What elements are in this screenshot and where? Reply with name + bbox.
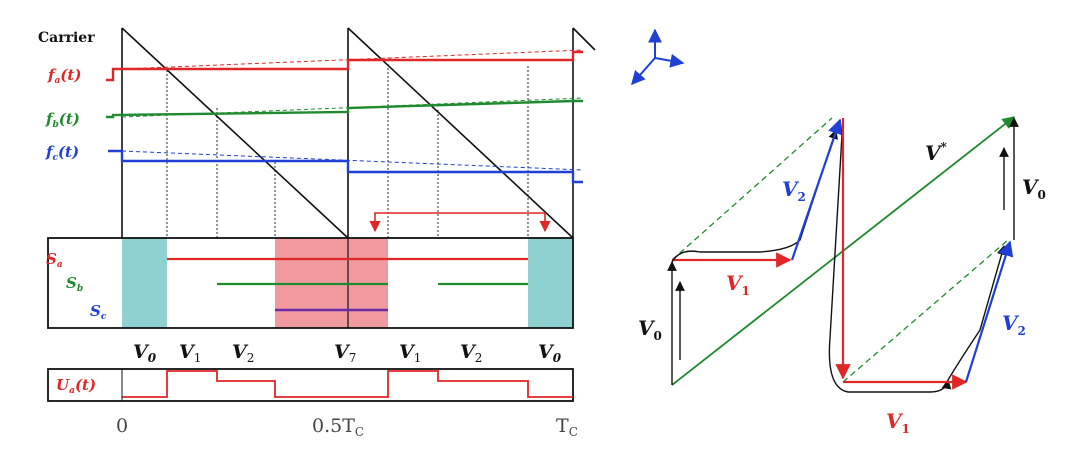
v0-left-label: V0 (638, 316, 662, 343)
carrier-label: Carrier (38, 30, 95, 46)
teal-zone-left (122, 238, 167, 328)
v1-mid-label: V1 (726, 271, 750, 298)
fb-waveform (106, 97, 584, 119)
seq-v0-a: V0 (133, 341, 157, 365)
trajectory-top (671, 129, 838, 263)
time-axis: 0 0.5TC TC (116, 415, 578, 439)
v2-top-label: V2 (782, 177, 806, 204)
timing-panel: Carrier fa(t) fb(t) fc(t) Sa Sb Sc Ua(t)… (38, 27, 596, 439)
v0-right-arrows (999, 117, 1019, 240)
fa-label: fa(t) (47, 66, 81, 86)
tick-half: 0.5TC (312, 415, 364, 439)
tick-0: 0 (116, 415, 128, 437)
carrier-waveform (121, 27, 596, 239)
seq-v2-a: V2 (232, 341, 254, 365)
v2-bottom-arrow (964, 240, 1014, 383)
vector-panel: V* V2 V1 V0 V0 V2 V1 (631, 28, 1046, 436)
axis-triad-icon (631, 28, 685, 86)
fc-label: fc(t) (45, 143, 79, 163)
v0-left-arrows (667, 261, 685, 385)
trajectory-middle (828, 117, 952, 393)
interval-bracket (369, 212, 551, 233)
v1-bottom-label: V1 (886, 409, 910, 436)
trajectory-bottom (947, 245, 1007, 381)
ua-box (47, 368, 574, 402)
fb-label: fb(t) (45, 110, 80, 130)
dashed-guides (671, 117, 1009, 383)
vstar-label: V* (925, 140, 948, 165)
fc-waveform (108, 149, 584, 184)
seq-v7: V7 (334, 341, 356, 365)
v2-top-arrow (790, 118, 843, 261)
sc-label: Sc (90, 302, 107, 322)
v0-right-label: V0 (1022, 175, 1046, 202)
switch-instant-lines (166, 64, 529, 238)
ua-label: Ua(t) (56, 376, 96, 396)
seq-v1-b: V1 (399, 341, 421, 365)
v2-bottom-label: V2 (1002, 311, 1026, 338)
sb-label: Sb (66, 274, 83, 294)
seq-v2-b: V2 (460, 341, 482, 365)
teal-zone-right (528, 238, 573, 328)
ua-waveform (122, 370, 573, 398)
switch-state-box (47, 237, 574, 329)
vector-sequence: V0 V1 V2 V7 V1 V2 V0 (133, 341, 562, 365)
sa-label: Sa (46, 250, 63, 270)
fa-waveform (106, 49, 584, 82)
tick-tc: TC (556, 415, 578, 439)
seq-v1-a: V1 (179, 341, 201, 365)
seq-v0-b: V0 (538, 341, 562, 365)
